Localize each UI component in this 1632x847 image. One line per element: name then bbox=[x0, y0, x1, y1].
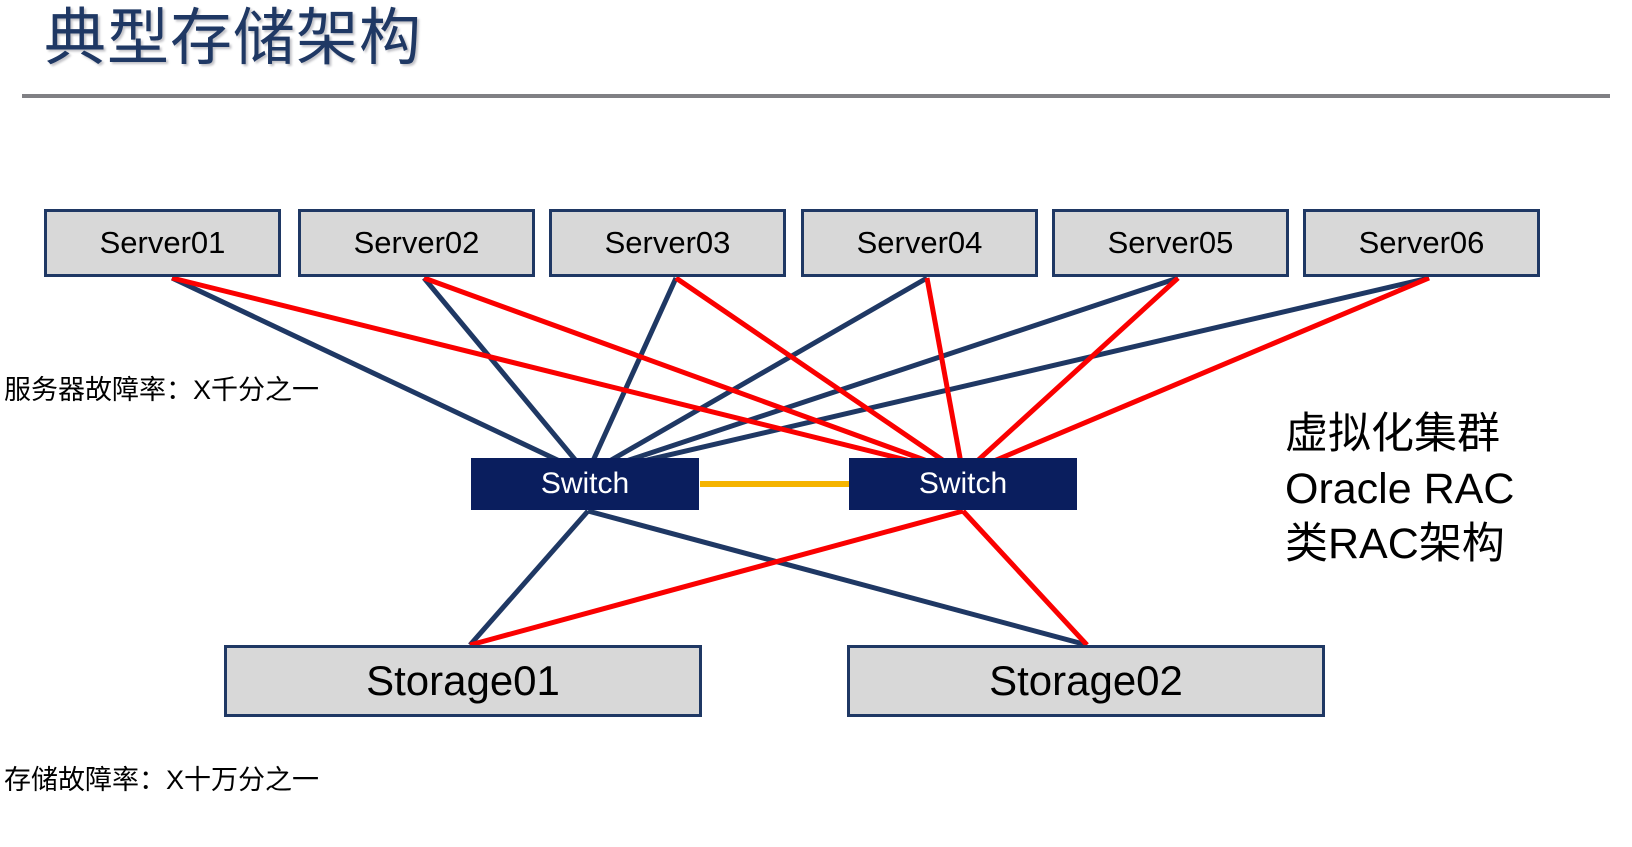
node-switch01[interactable]: Switch bbox=[471, 458, 699, 510]
links-switch01-to-storage bbox=[468, 508, 1088, 648]
links-servers-to-switch01 bbox=[170, 275, 1430, 477]
node-switch01-label: Switch bbox=[540, 467, 630, 500]
node-server06-label: Server06 bbox=[1358, 225, 1485, 260]
link-server05-switch02 bbox=[961, 276, 1180, 476]
node-server06[interactable]: Server06 bbox=[1303, 209, 1540, 277]
link-server03-switch02 bbox=[674, 275, 965, 477]
node-server05-label: Server05 bbox=[1107, 225, 1234, 260]
node-server05[interactable]: Server05 bbox=[1052, 209, 1289, 277]
link-server02-switch01 bbox=[422, 276, 589, 476]
side-note-block: 虚拟化集群 Oracle RAC 类RAC架构 bbox=[1285, 407, 1514, 572]
node-switch02-label: Switch bbox=[918, 467, 1008, 500]
node-server03[interactable]: Server03 bbox=[549, 209, 786, 277]
link-server04-switch02 bbox=[924, 277, 966, 475]
link-server05-switch01 bbox=[586, 275, 1179, 477]
link-server06-switch01 bbox=[586, 275, 1430, 477]
link-server04-switch01 bbox=[585, 275, 929, 477]
annotation-server-failure-rate: 服务器故障率：X千分之一 bbox=[4, 375, 320, 405]
link-server01-switch01 bbox=[170, 275, 589, 477]
node-server02-label: Server02 bbox=[353, 225, 480, 260]
link-switch01-storage01 bbox=[468, 509, 590, 647]
node-storage01[interactable]: Storage01 bbox=[224, 645, 702, 717]
node-server03-label: Server03 bbox=[604, 225, 731, 260]
node-storage02-label: Storage02 bbox=[989, 657, 1183, 704]
node-server04[interactable]: Server04 bbox=[801, 209, 1038, 277]
links-servers-to-switch02 bbox=[171, 275, 1430, 477]
node-storage01-label: Storage01 bbox=[366, 657, 560, 704]
node-server01[interactable]: Server01 bbox=[44, 209, 281, 277]
link-switch02-storage02 bbox=[961, 509, 1089, 647]
annotation-storage-failure-rate: 存储故障率：X十万分之一 bbox=[4, 765, 320, 795]
node-server04-label: Server04 bbox=[856, 225, 983, 260]
link-server02-switch02 bbox=[423, 275, 964, 477]
links-switch02-to-storage bbox=[469, 508, 1089, 648]
link-switch02-storage01 bbox=[469, 508, 964, 648]
node-server02[interactable]: Server02 bbox=[298, 209, 535, 277]
node-server01-label: Server01 bbox=[99, 225, 226, 260]
link-server01-switch02 bbox=[171, 275, 964, 477]
side-note-line-1: 虚拟化集群 bbox=[1285, 410, 1500, 458]
link-server03-switch01 bbox=[584, 276, 679, 476]
node-switch02[interactable]: Switch bbox=[849, 458, 1077, 510]
link-switch01-storage02 bbox=[587, 508, 1088, 648]
link-server06-switch02 bbox=[962, 275, 1430, 477]
node-storage02[interactable]: Storage02 bbox=[847, 645, 1325, 717]
title-divider bbox=[22, 94, 1610, 98]
page-title: 典型存储架构 bbox=[44, 4, 423, 73]
side-note-line-3: 类RAC架构 bbox=[1285, 520, 1505, 569]
side-note-line-2: Oracle RAC bbox=[1285, 465, 1515, 514]
